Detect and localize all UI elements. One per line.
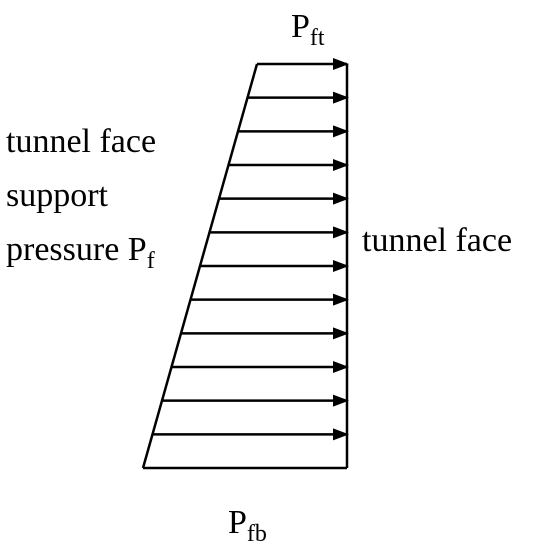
label-left-line3: pressure Pf — [6, 231, 155, 274]
label-p-fb: Pfb — [228, 504, 267, 547]
label-tunnel-face: tunnel face — [362, 222, 513, 259]
label-p-ft-symbol: P — [291, 8, 310, 45]
label-left-line3-symbol: P — [127, 231, 147, 268]
label-left-line2: support — [6, 177, 108, 214]
label-p-ft-subscript: ft — [309, 25, 325, 51]
label-left-line3-subscript: f — [146, 248, 155, 274]
label-p-fb-subscript: fb — [246, 521, 267, 547]
label-left-line3-text: pressure — [6, 231, 128, 268]
label-p-fb-symbol: P — [228, 504, 247, 541]
label-p-ft: Pft — [291, 8, 325, 51]
pressure-arrows — [152, 58, 349, 441]
label-left-line1: tunnel face — [6, 123, 157, 160]
